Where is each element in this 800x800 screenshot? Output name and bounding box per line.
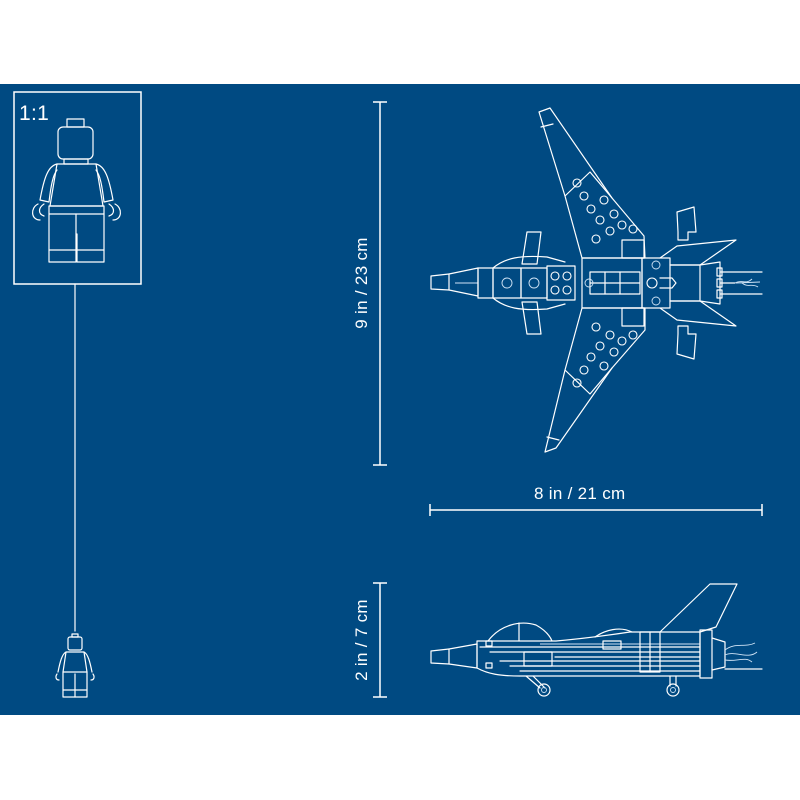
blueprint-panel	[0, 84, 800, 715]
minifig-scale-box	[13, 91, 142, 285]
jet-top-view	[430, 107, 763, 453]
height-dimension-label: 9 in / 23 cm	[352, 237, 371, 329]
minifig-small-icon	[55, 633, 95, 698]
width-dimension-line	[429, 504, 763, 516]
minifig-large-icon	[32, 118, 121, 263]
width-dimension-label: 8 in / 21 cm	[534, 484, 626, 503]
depth-dimension-label: 2 in / 7 cm	[352, 599, 371, 681]
depth-dimension-line	[373, 582, 387, 698]
scale-label: 1:1	[19, 102, 50, 125]
jet-side-view	[430, 583, 763, 697]
height-dimension-line	[373, 101, 387, 466]
